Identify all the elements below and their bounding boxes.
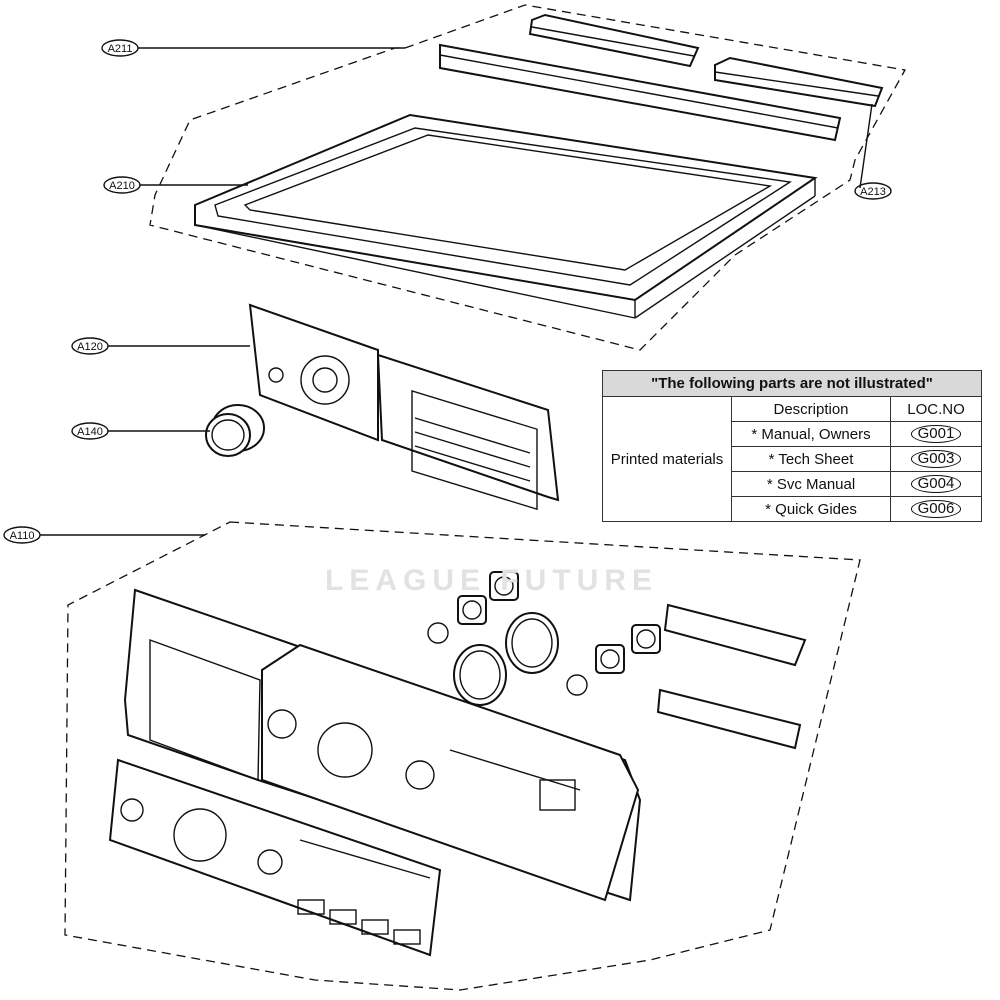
callout-a140: A140 [71,422,109,440]
top-assembly-boundary [149,4,907,351]
label-a120: A120 [77,341,103,353]
loc-header: LOC.NO [890,396,982,422]
table-title: "The following parts are not illustrated… [602,370,982,397]
control-board [248,303,560,511]
lid-frame [194,113,818,319]
control-panel [108,588,642,957]
table-row: * Manual, Owners G001 [603,421,982,447]
callout-a110: A110 [3,526,41,544]
loc-code: G004 [910,475,962,493]
label-a213: A213 [860,186,886,198]
loc-code: G006 [910,500,962,518]
table-row: * Svc Manual G004 [603,471,982,497]
label-a140: A140 [77,426,103,438]
leader-lines [40,47,873,536]
label-a211: A211 [108,43,133,55]
knob [205,404,265,457]
callout-a213: A213 [854,182,892,200]
loc-code: G003 [910,450,962,468]
row-description: * Manual, Owners [731,421,891,447]
row-description: * Svc Manual [731,471,891,497]
small-parts [427,571,807,750]
printed-materials-cell: Printed materials [602,396,732,522]
top-rails [439,13,884,142]
label-a210: A210 [109,180,135,192]
row-description: * Quick Gides [731,496,891,522]
watermark: LEAGUE FUTURE [325,564,658,597]
table-row: * Quick Gides G006 [603,496,982,522]
loc-code: G001 [910,425,962,443]
label-a110: A110 [10,530,35,542]
row-description: * Tech Sheet [731,446,891,472]
callout-a211: A211 [101,39,139,57]
description-header: Description [731,396,891,422]
callout-a120: A120 [71,337,109,355]
bottom-assembly-boundary [64,521,861,991]
not-illustrated-parts-table: "The following parts are not illustrated… [602,370,982,522]
callout-a210: A210 [103,176,141,194]
